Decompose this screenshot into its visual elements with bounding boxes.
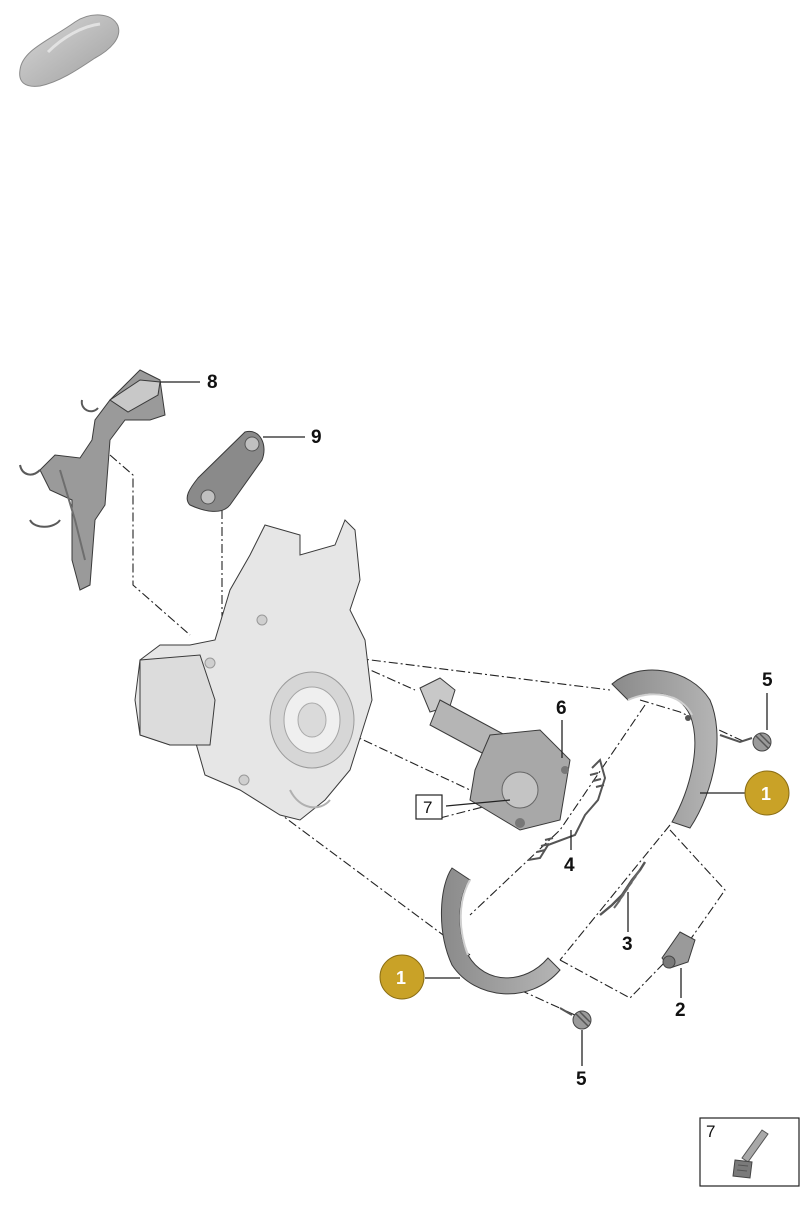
badge-1-left[interactable]: 1 (379, 954, 425, 1000)
bolt-icon (732, 1129, 769, 1179)
callout-7-ref[interactable]: 7 (415, 794, 443, 820)
callout-2[interactable]: 2 (675, 1000, 686, 1021)
badge-1-left-label: 1 (396, 968, 406, 988)
callout-6[interactable]: 6 (556, 698, 567, 719)
badge-1-right[interactable]: 1 (744, 770, 790, 816)
adjuster-part-2[interactable] (661, 931, 696, 969)
clip-part-5-bottom[interactable] (559, 1007, 592, 1030)
spring-part-4[interactable] (527, 758, 607, 861)
bracket-part-8[interactable] (19, 369, 166, 591)
leader-lines (160, 381, 768, 1066)
wheel-carrier[interactable] (134, 519, 373, 821)
plate-part-9[interactable] (186, 430, 265, 512)
callout-9[interactable]: 9 (311, 427, 322, 448)
vehicle-thumbnail[interactable] (19, 14, 120, 87)
callout-3[interactable]: 3 (622, 934, 633, 955)
brake-shoe-right[interactable] (611, 669, 718, 829)
detail-box-label: 7 (706, 1122, 715, 1141)
spring-part-3[interactable] (599, 861, 647, 916)
detail-box-7[interactable]: 7 (699, 1117, 800, 1187)
actuator-part-6[interactable] (419, 677, 571, 831)
callout-8[interactable]: 8 (207, 372, 218, 393)
callout-5-bottom[interactable]: 5 (576, 1069, 587, 1090)
clip-part-5-top[interactable] (719, 732, 772, 752)
callout-4[interactable]: 4 (564, 855, 575, 876)
badge-1-right-label: 1 (761, 784, 771, 804)
callout-5-top[interactable]: 5 (762, 670, 773, 691)
callout-7-label: 7 (423, 798, 432, 817)
brake-shoe-left[interactable] (440, 867, 561, 995)
